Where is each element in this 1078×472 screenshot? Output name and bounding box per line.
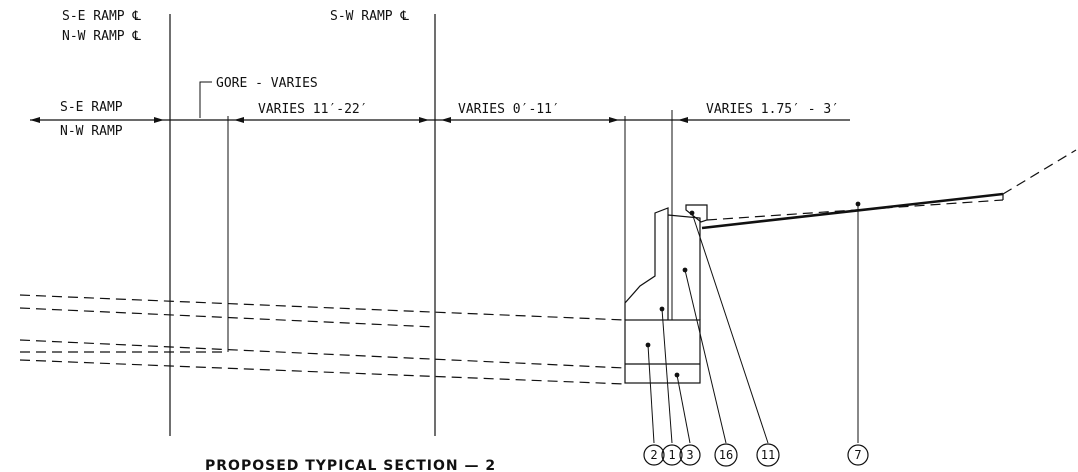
callout-16-label: 16 xyxy=(719,448,733,462)
dimension-arrow xyxy=(678,117,688,123)
slope-extension xyxy=(1002,149,1077,195)
callout-1-label: 1 xyxy=(668,448,675,462)
callout-2-label: 2 xyxy=(650,448,657,462)
barrier-cap xyxy=(685,204,708,223)
dimension-varies-0-11: VARIES 0′-11′ xyxy=(458,102,560,117)
dimension-arrow xyxy=(154,117,164,123)
callout-7-label: 7 xyxy=(854,448,861,462)
gore-leader xyxy=(199,81,212,118)
dimension-varies-11-22: VARIES 11′-22′ xyxy=(258,102,368,117)
callout-2: 2 xyxy=(643,444,665,466)
dimension-arrow xyxy=(609,117,619,123)
callout-3-label: 3 xyxy=(686,448,693,462)
callout-11: 11 xyxy=(756,443,780,467)
pavement-line-1 xyxy=(19,294,626,321)
slope-subgrade xyxy=(706,199,1004,221)
leader-line-11 xyxy=(691,212,769,444)
leader-line-16 xyxy=(684,269,727,444)
slope-surface xyxy=(701,192,1004,230)
leader-line-1 xyxy=(661,308,673,444)
callout-11-label: 11 xyxy=(761,448,775,462)
callout-3: 3 xyxy=(679,444,701,466)
callout-7: 7 xyxy=(847,444,869,466)
nw-ramp-label: N-W RAMP xyxy=(60,124,123,139)
pavement-line-2 xyxy=(19,307,436,328)
dimension-arrow xyxy=(419,117,429,123)
drawing-title: PROPOSED TYPICAL SECTION — 2 xyxy=(205,458,496,472)
callout-1: 1 xyxy=(661,444,683,466)
leader-line-3 xyxy=(676,374,691,444)
callout-16: 16 xyxy=(714,443,738,467)
backfill-outline xyxy=(667,214,701,320)
sw-ramp-centerline-label: S-W RAMP ℄ xyxy=(330,9,409,24)
dimension-varies-1-75-3: VARIES 1.75′ - 3′ xyxy=(706,102,839,117)
se-ramp-centerline-label: S-E RAMP ℄ xyxy=(62,9,141,24)
dimension-arrow xyxy=(441,117,451,123)
pavement-line-5 xyxy=(19,359,626,385)
pavement-line-3 xyxy=(19,339,626,369)
dimension-arrow-left xyxy=(30,117,40,123)
gore-label: GORE - VARIES xyxy=(216,76,318,91)
se-ramp-label: S-E RAMP xyxy=(60,100,123,115)
nw-ramp-centerline-label: N-W RAMP ℄ xyxy=(62,29,141,44)
dimension-arrow xyxy=(234,117,244,123)
leader-line-2 xyxy=(647,344,655,444)
concrete-barrier xyxy=(624,204,708,384)
barrier-footing xyxy=(624,319,701,384)
